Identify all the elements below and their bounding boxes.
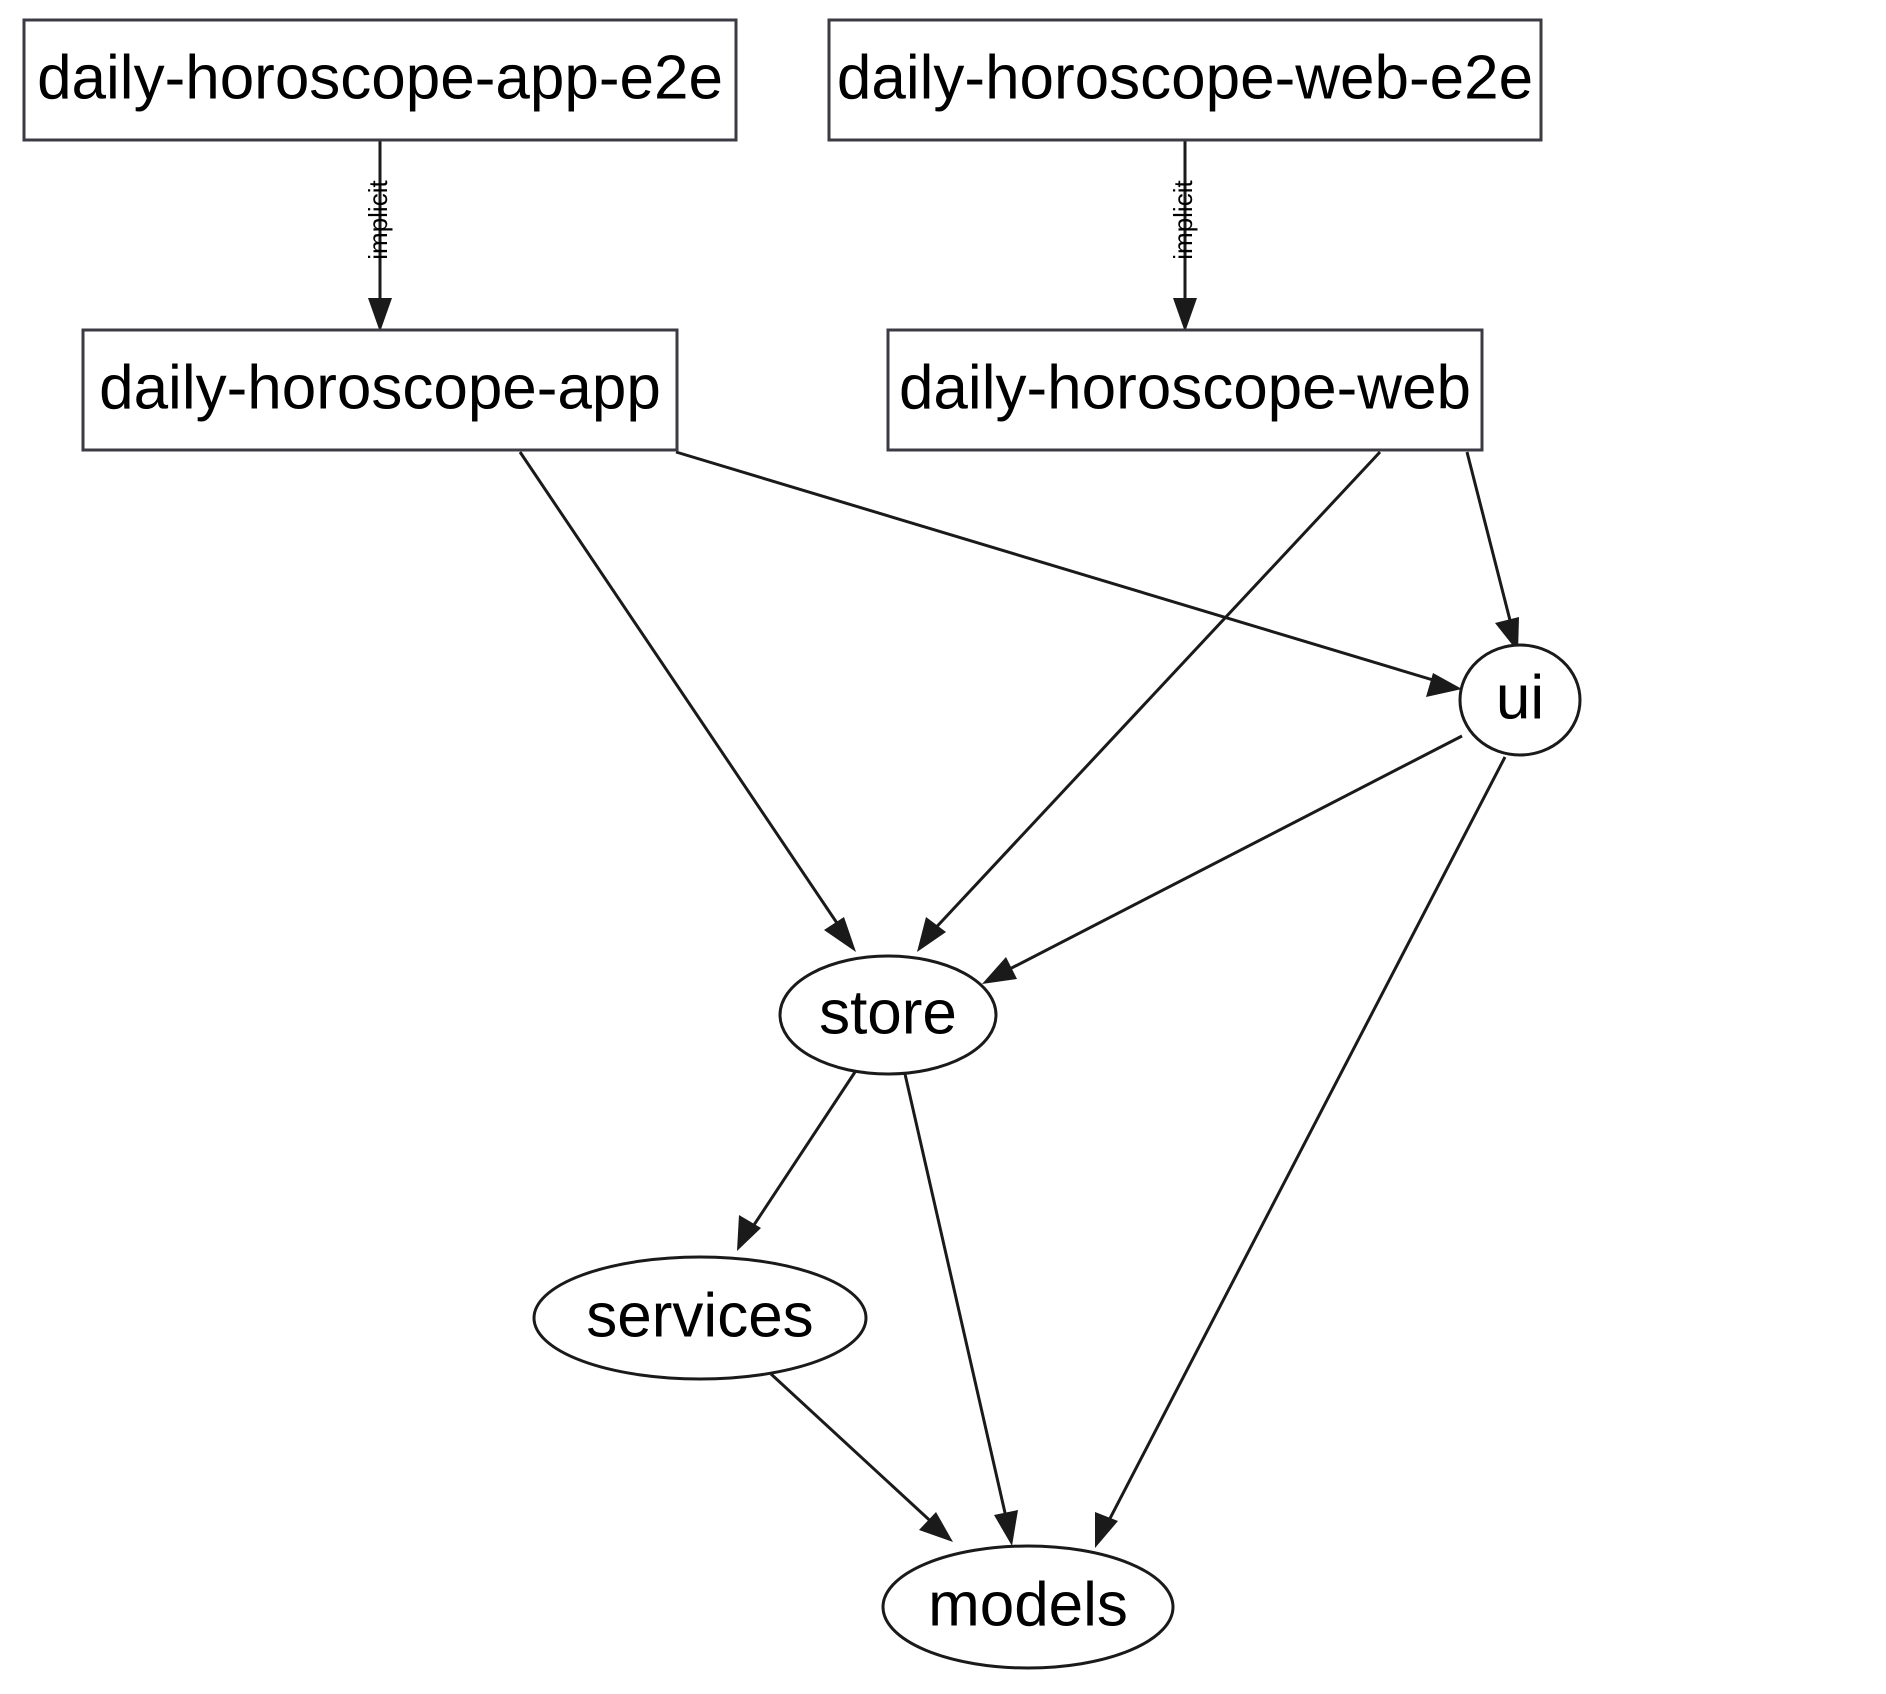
arrow-head <box>1495 617 1519 652</box>
arrow-head <box>1426 673 1462 697</box>
edge-label-implicit-web: implicit <box>1168 180 1198 260</box>
node-store[interactable]: store <box>778 954 998 1076</box>
edge-app-e2e-to-app[interactable] <box>368 140 392 332</box>
node-label-services: services <box>586 1281 813 1350</box>
node-services[interactable]: services <box>532 1255 868 1381</box>
edge-web-e2e-to-web[interactable] <box>1173 140 1197 332</box>
node-daily-horoscope-web-e2e[interactable]: daily-horoscope-web-e2e <box>827 18 1543 142</box>
arrow-head <box>824 917 856 952</box>
edge-ui-to-models[interactable] <box>1095 756 1507 1548</box>
node-shape-ellipse <box>1458 643 1582 757</box>
arrow-head <box>737 1215 761 1251</box>
edge-labels-layer: implicit implicit <box>363 180 1198 260</box>
edge-services-to-models[interactable] <box>769 1372 953 1542</box>
node-label-store: store <box>819 978 957 1047</box>
edge-label-implicit-app: implicit <box>363 180 393 260</box>
node-shape-ellipse <box>532 1255 868 1381</box>
node-shape-box <box>81 328 679 452</box>
edges-layer <box>368 140 1519 1548</box>
nodes-layer: daily-horoscope-app-e2e daily-horoscope-… <box>22 18 1582 1670</box>
node-label-daily-horoscope-web-e2e: daily-horoscope-web-e2e <box>837 43 1533 112</box>
edge-web-to-store[interactable] <box>917 450 1382 952</box>
node-label-daily-horoscope-app: daily-horoscope-app <box>99 353 661 422</box>
node-shape-box <box>827 18 1543 142</box>
edge-web-to-ui[interactable] <box>1465 451 1519 652</box>
node-ui[interactable]: ui <box>1458 643 1582 757</box>
arrow-head <box>1173 298 1197 332</box>
node-label-ui: ui <box>1496 663 1544 732</box>
arrow-head <box>919 1512 953 1542</box>
node-shape-box <box>886 328 1484 452</box>
arrow-head <box>982 957 1017 984</box>
arrow-head <box>368 298 392 332</box>
node-label-daily-horoscope-app-e2e: daily-horoscope-app-e2e <box>37 43 723 112</box>
node-shape-box <box>22 18 738 142</box>
node-label-models: models <box>928 1570 1128 1639</box>
node-daily-horoscope-app-e2e[interactable]: daily-horoscope-app-e2e <box>22 18 738 142</box>
edge-store-to-services[interactable] <box>737 1071 857 1251</box>
node-models[interactable]: models <box>881 1544 1175 1670</box>
edge-app-to-ui[interactable] <box>675 450 1462 697</box>
edge-app-to-store[interactable] <box>518 451 856 952</box>
edge-store-to-models[interactable] <box>903 1073 1018 1546</box>
node-shape-ellipse <box>778 954 998 1076</box>
arrow-head <box>994 1510 1018 1546</box>
node-daily-horoscope-web[interactable]: daily-horoscope-web <box>886 328 1484 452</box>
node-label-daily-horoscope-web: daily-horoscope-web <box>899 353 1471 422</box>
node-shape-ellipse <box>881 1544 1175 1670</box>
arrow-head <box>1095 1512 1118 1548</box>
node-daily-horoscope-app[interactable]: daily-horoscope-app <box>81 328 679 452</box>
arrow-head <box>917 917 946 952</box>
edge-ui-to-store[interactable] <box>982 734 1463 984</box>
